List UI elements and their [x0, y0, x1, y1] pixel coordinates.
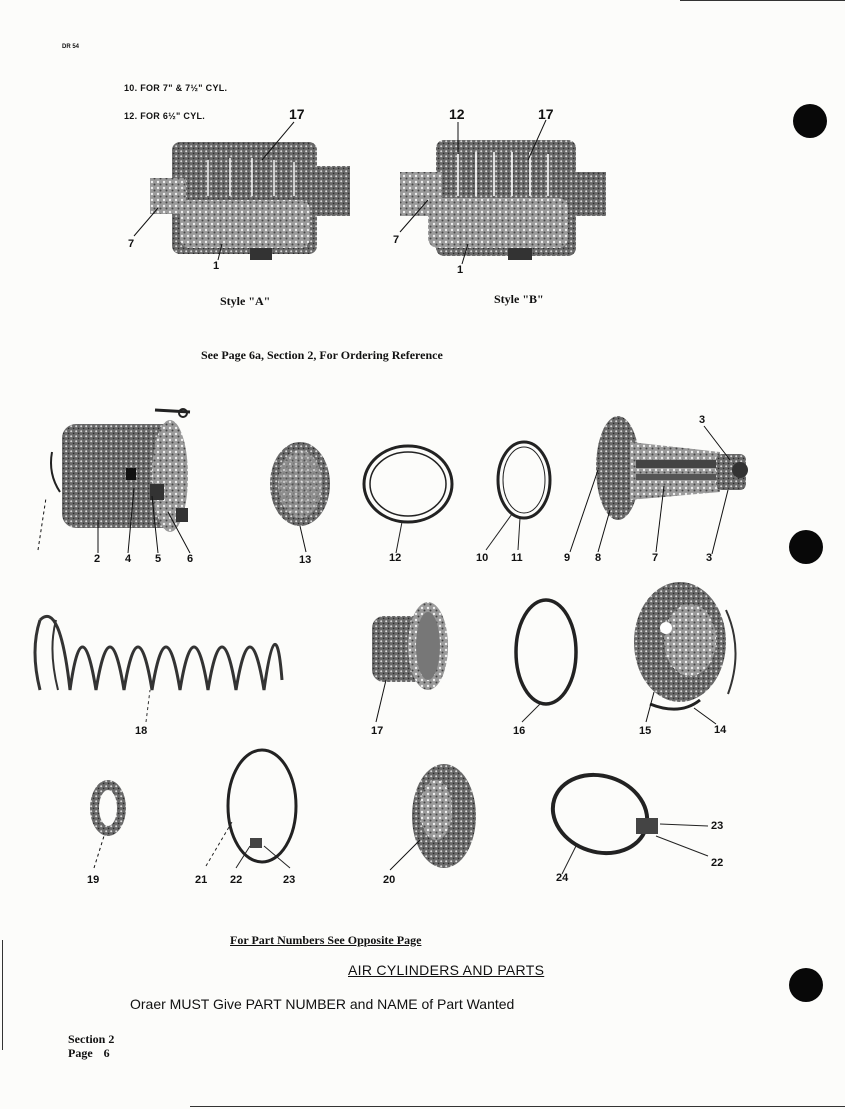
part-callout-14: 14: [714, 724, 727, 736]
part-callout-8: 8: [595, 552, 602, 564]
part-callout-22: 22: [230, 874, 243, 886]
part-callout-16: 16: [513, 725, 526, 737]
note-12: 12. FOR 6½" CYL.: [124, 111, 206, 121]
style-b-callout-7: 7: [393, 234, 400, 246]
part-callout-10: 10: [476, 552, 489, 564]
part-18-spring-image: [33, 614, 284, 723]
part-callout-3-top: 3: [699, 414, 706, 426]
part-callout-22-right: 22: [711, 857, 724, 869]
part-10-11-image: [485, 440, 552, 551]
style-b-callout-1: 1: [457, 264, 464, 276]
see-page-note: See Page 6a, Section 2, For Ordering Ref…: [201, 348, 443, 362]
part-callout-24: 24: [556, 872, 569, 884]
part-15-14-image: [634, 582, 737, 711]
part-21-22-23-image: [205, 748, 298, 869]
binder-hole-bottom: [789, 968, 823, 1002]
style-a-callout-17: 17: [289, 106, 305, 122]
style-b-callout-17: 17: [538, 106, 554, 122]
part-callout-19: 19: [87, 874, 100, 886]
part-20-image: [389, 764, 476, 871]
part-callout-4: 4: [125, 553, 132, 565]
style-a-label: Style "A": [220, 294, 271, 308]
cylinder-style-b-image: [400, 140, 606, 260]
part-callout-2: 2: [94, 553, 101, 565]
style-a-callout-7: 7: [128, 238, 135, 250]
scan-edge-top: [680, 0, 845, 1]
part-callout-9: 9: [564, 552, 571, 564]
part-numbers-note: For Part Numbers See Opposite Page: [230, 933, 422, 947]
style-a-callout-1: 1: [213, 260, 220, 272]
page-title: AIR CYLINDERS AND PARTS: [348, 962, 545, 978]
section-label: Section 2: [68, 1032, 115, 1046]
page-code: DR 54: [62, 44, 80, 50]
cylinder-style-a-image: [150, 142, 350, 260]
part-13-image: [270, 442, 330, 553]
part-24-image: [550, 772, 709, 875]
style-b-callout-12: 12: [449, 106, 465, 122]
row2-leaders: [645, 691, 717, 725]
part-callout-21: 21: [195, 874, 208, 886]
part-callout-15: 15: [639, 725, 652, 737]
row1-leaders-b: [569, 425, 731, 555]
part-callout-13: 13: [299, 554, 312, 566]
part-callout-11: 11: [511, 552, 523, 564]
page-label: Page 6: [68, 1046, 110, 1060]
part-piston-rod-image: [596, 416, 748, 520]
binder-hole-top: [793, 104, 827, 138]
scan-edge-left: [2, 940, 3, 1050]
binder-hole-middle: [789, 530, 823, 564]
part-16-image: [514, 598, 578, 723]
part-cylinder-body-image: [50, 408, 191, 532]
part-17-image: [372, 602, 448, 723]
part-callout-18: 18: [135, 725, 148, 737]
order-note: Oraer MUST Give PART NUMBER and NAME of …: [130, 996, 515, 1012]
part-callout-6: 6: [187, 553, 194, 565]
part-19-image: [90, 780, 126, 869]
part-callout-17: 17: [371, 725, 384, 737]
part-callout-7: 7: [652, 552, 659, 564]
scan-edge-bottom: [190, 1106, 845, 1107]
part-callout-12: 12: [389, 552, 402, 564]
row1-leaders-a: [37, 487, 191, 554]
note-10: 10. FOR 7" & 7½" CYL.: [124, 83, 228, 93]
part-callout-23: 23: [283, 874, 296, 886]
part-callout-3-bottom: 3: [706, 552, 713, 564]
part-callout-20: 20: [383, 874, 396, 886]
style-b-leaders: [399, 119, 547, 265]
style-b-label: Style "B": [494, 292, 544, 306]
part-12-image: [362, 444, 454, 554]
part-callout-5: 5: [155, 553, 162, 565]
part-callout-23-right: 23: [711, 820, 724, 832]
style-a-leaders: [133, 121, 295, 261]
